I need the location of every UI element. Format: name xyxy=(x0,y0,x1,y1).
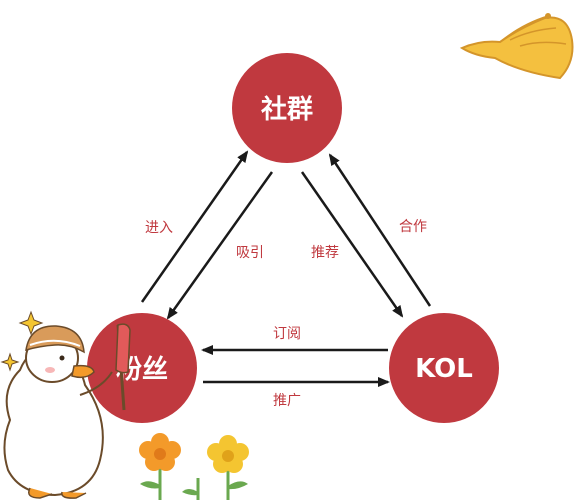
arrow-community-to-kol xyxy=(300,171,404,318)
edge-label-kol-to-community: 合作 xyxy=(399,219,427,235)
node-community: 社群 xyxy=(232,53,342,163)
flower-icon xyxy=(139,433,181,500)
arrow-community-to-fans xyxy=(166,171,274,320)
flower-icon xyxy=(207,435,249,500)
flower-icon xyxy=(182,478,200,500)
edge-label-fans-to-community: 进入 xyxy=(145,220,173,236)
edge-label-fans-to-kol: 推广 xyxy=(273,393,301,409)
hat-icon xyxy=(459,13,574,80)
node-kol-label: KOL xyxy=(415,354,473,384)
arrow-fans-to-community xyxy=(140,150,249,303)
arrow-kol-to-community xyxy=(328,153,432,307)
duck-icon xyxy=(0,310,131,499)
node-community-label: 社群 xyxy=(261,94,313,125)
edge-label-community-to-kol: 推荐 xyxy=(311,245,339,261)
edge-label-community-to-fans: 吸引 xyxy=(236,245,264,261)
node-fans: 粉丝 xyxy=(87,313,197,423)
edge-label-kol-to-fans: 订阅 xyxy=(273,326,301,342)
node-kol: KOL xyxy=(389,313,499,423)
